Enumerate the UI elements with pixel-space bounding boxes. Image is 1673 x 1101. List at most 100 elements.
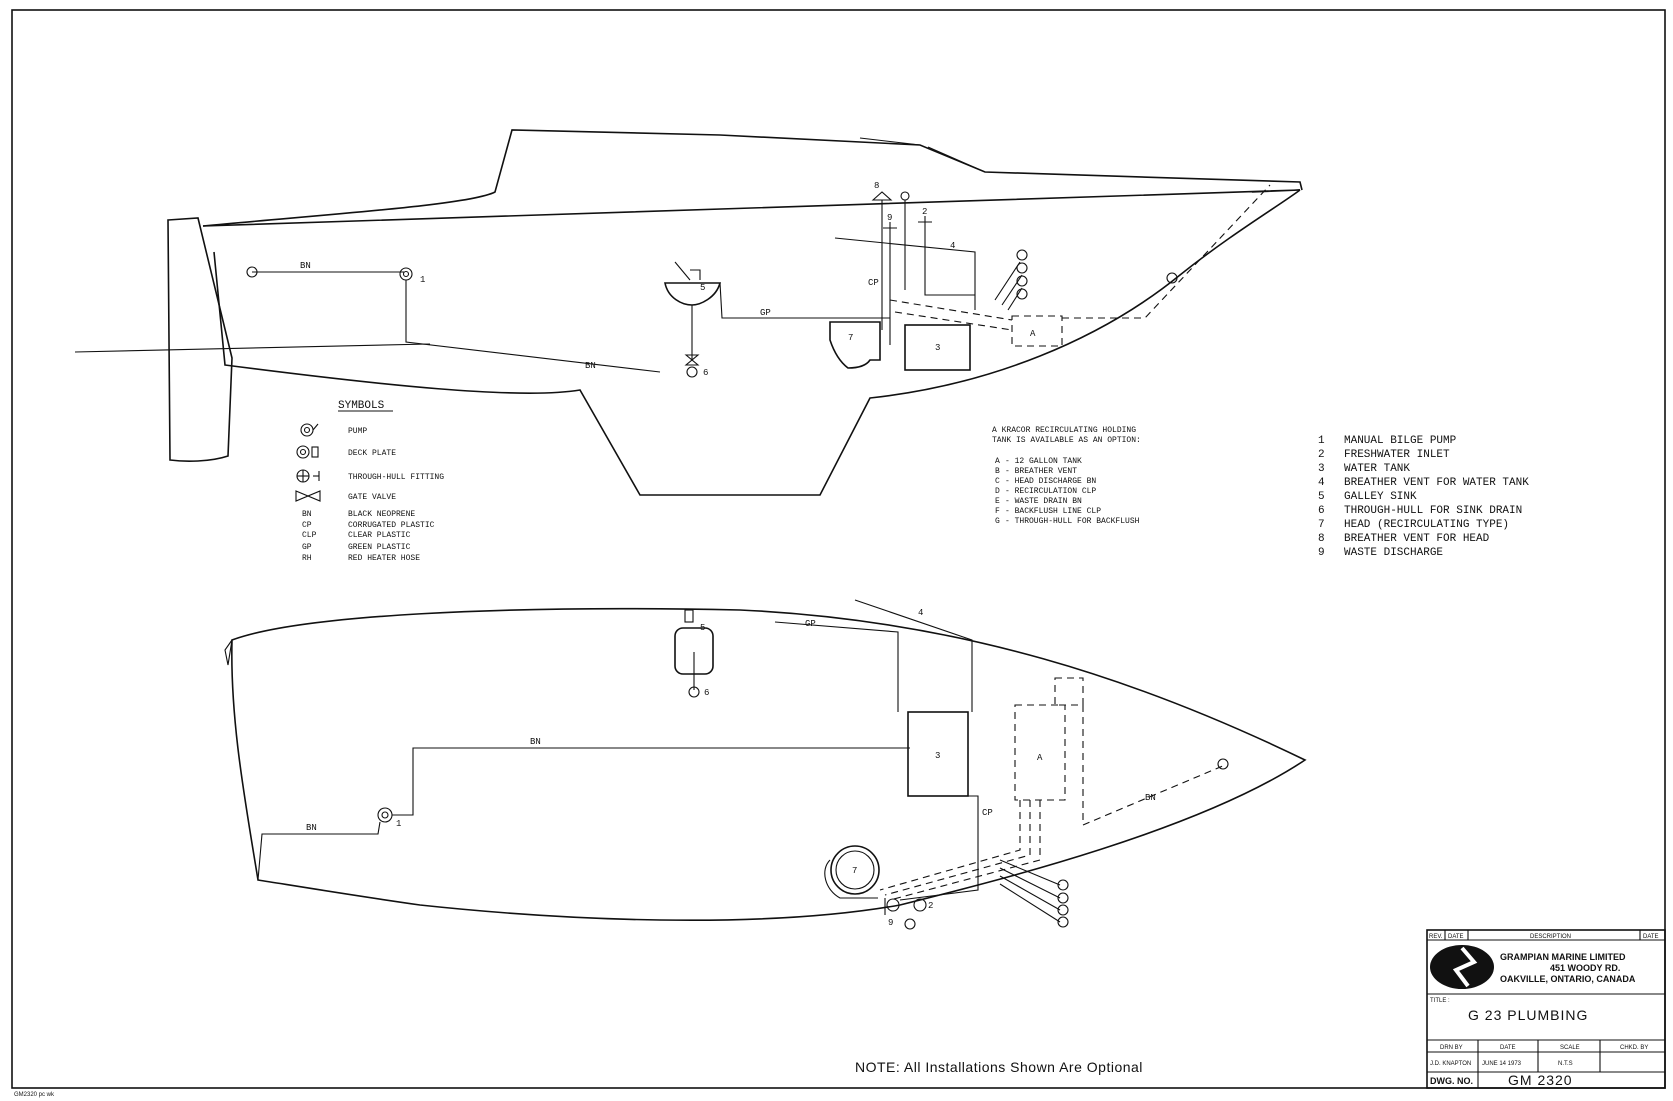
cp-label: CP <box>868 278 879 288</box>
tb-drn-by: J.D. KNAPTON <box>1430 1061 1471 1067</box>
part-4-label: BREATHER VENT FOR WATER TANK <box>1344 477 1529 489</box>
pump-symbol-icon <box>300 423 319 437</box>
holding-fitting-lines <box>994 261 1023 311</box>
plan-marker-a: A <box>1037 753 1043 763</box>
holding-tank-option-note: A KRACOR RECIRCULATING HOLDING TANK IS A… <box>992 426 1141 526</box>
tb-title: G 23 PLUMBING <box>1468 1007 1588 1023</box>
marker-9: 9 <box>887 213 892 223</box>
drawing-border <box>11 9 1666 1089</box>
tb-drn-by-label: DRN BY <box>1440 1045 1463 1051</box>
waste-deck-plate-icon <box>883 222 897 234</box>
symbols-heading: SYMBOLS <box>338 400 385 412</box>
marker-8: 8 <box>874 181 879 191</box>
marker-7: 7 <box>848 333 853 343</box>
part-2-label: FRESHWATER INLET <box>1344 449 1450 461</box>
freshwater-inlet-icon <box>918 216 932 234</box>
abbr-label-rh: RED HEATER HOSE <box>348 554 420 563</box>
part-8-label: BREATHER VENT FOR HEAD <box>1344 533 1490 545</box>
optional-installations-note: NOTE: All Installations Shown Are Option… <box>855 1059 1143 1075</box>
tb-address2: OAKVILLE, ONTARIO, CANADA <box>1500 974 1636 984</box>
deck-plate-symbol-icon <box>296 445 319 459</box>
plan-holding-hose-3 <box>889 800 1041 901</box>
tb-company: GRAMPIAN MARINE LIMITED <box>1500 952 1626 962</box>
marker-5: 5 <box>700 283 705 293</box>
symbol-label-gate-valve: GATE VALVE <box>348 493 396 502</box>
svg-text:D: D <box>995 487 1000 496</box>
marker-3: 3 <box>935 343 940 353</box>
plan-head-toilet-icon <box>830 845 880 895</box>
part-5-label: GALLEY SINK <box>1344 491 1417 503</box>
plan-gp-hose <box>774 621 899 712</box>
fitting-e-icon <box>1016 275 1028 287</box>
plan-view: 5 6 BN 1 BN 3 GP 4 CP 7 9 2 <box>224 599 1307 930</box>
plan-holding-hose-1 <box>879 800 1021 891</box>
plan-faucet-icon <box>684 609 694 623</box>
abbr-label-gp: GREEN PLASTIC <box>348 543 411 552</box>
plan-label-4: 4 <box>918 608 923 618</box>
tb-date-header: DATE <box>1448 934 1464 940</box>
bilge-pump-symbol-icon <box>399 267 413 281</box>
plan-bilge-intake-hose <box>257 821 381 881</box>
fitting-c-icon <box>1016 249 1028 261</box>
side-view-hull <box>213 189 1301 496</box>
sink-gp-hose <box>719 282 890 319</box>
option-item-a: - 12 GALLON TANK <box>1005 457 1082 466</box>
plan-marker-1: 1 <box>396 819 401 829</box>
head-toilet-icon <box>829 321 881 369</box>
head-vent-icon <box>871 191 893 201</box>
option-item-g: - THROUGH-HULL FOR BACKFLUSH <box>1005 517 1140 526</box>
part-3-label: WATER TANK <box>1344 463 1410 475</box>
tb-date: JUNE 14 1973 <box>1482 1061 1522 1067</box>
symbol-label-pump: PUMP <box>348 427 367 436</box>
fitting-f-icon <box>1016 288 1028 300</box>
plan-through-hull-icon <box>904 918 916 930</box>
abbr-code-rh: RH <box>302 554 312 563</box>
marker-a: A <box>1030 329 1036 339</box>
gp-label: GP <box>760 308 771 318</box>
tb-address1: 451 WOODY RD. <box>1550 963 1620 973</box>
sink-through-hull-icon <box>686 366 698 378</box>
abbr-label-bn: BLACK NEOPRENE <box>348 510 415 519</box>
bn-label: BN <box>300 261 311 271</box>
part-7-label: HEAD (RECIRCULATING TYPE) <box>1344 519 1509 531</box>
svg-text:B: B <box>995 467 1000 476</box>
option-item-e: - WASTE DRAIN BN <box>1005 497 1082 506</box>
part-6-label: THROUGH-HULL FOR SINK DRAIN <box>1344 505 1522 517</box>
plan-gp-label: GP <box>805 619 816 629</box>
svg-text:9: 9 <box>1318 547 1325 559</box>
svg-text:1: 1 <box>1318 435 1325 447</box>
side-view-waterline <box>74 343 431 353</box>
abbr-code-cp: CP <box>302 521 312 530</box>
tb-title-label: TITLE : <box>1430 998 1450 1004</box>
sink-faucet-icon <box>674 261 701 281</box>
tb-date-label: DATE <box>1500 1045 1516 1051</box>
fitting-d-icon <box>1016 262 1028 274</box>
side-view-deck <box>202 189 1301 227</box>
symbol-label-through-hull: THROUGH-HULL FITTING <box>348 473 444 482</box>
abbr-label-clp: CLEAR PLASTIC <box>348 531 411 540</box>
svg-text:7: 7 <box>1318 519 1325 531</box>
plan-fitting-c-icon <box>1057 879 1069 891</box>
plan-marker-2: 2 <box>928 901 933 911</box>
plan-holding-tank-vent-icon <box>1054 677 1084 706</box>
holding-hose-2 <box>894 311 1013 331</box>
side-view-cabin <box>202 129 1303 227</box>
abbr-code-bn: BN <box>302 510 312 519</box>
title-block: REV. DATE DESCRIPTION DATE GRAMPIAN MARI… <box>1426 929 1666 1089</box>
side-view-rudder <box>167 217 233 462</box>
svg-text:4: 4 <box>1318 477 1325 489</box>
side-view-hatch <box>927 146 986 173</box>
tb-dwg-no: GM 2320 <box>1508 1072 1573 1088</box>
tb-rev-header: REV. <box>1429 934 1443 940</box>
symbol-label-deck-plate: DECK PLATE <box>348 449 396 458</box>
plan-marker-6: 6 <box>704 688 709 698</box>
tb-checked-header: DATE <box>1643 934 1659 940</box>
plan-fitting-e-icon <box>1057 904 1069 916</box>
plan-sink-through-hull-icon <box>688 686 700 698</box>
side-view-hatch-2 <box>859 137 921 146</box>
plan-fitting-f-icon <box>1057 916 1069 928</box>
plan-deck-plate-icon <box>886 898 900 912</box>
svg-text:A: A <box>995 457 1000 466</box>
option-item-b: - BREATHER VENT <box>1005 467 1077 476</box>
